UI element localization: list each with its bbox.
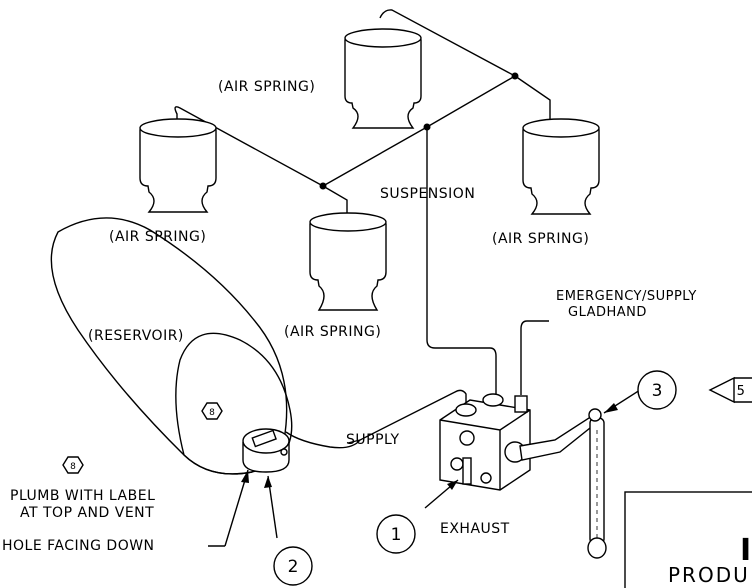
- air-spring-center-label: (AIR SPRING): [284, 324, 381, 340]
- arrowhead: [264, 476, 272, 488]
- air-spring-top-label: (AIR SPRING): [218, 79, 315, 95]
- supply-label: SUPPLY: [346, 432, 400, 448]
- note-flag-5: 5: [708, 376, 752, 404]
- air-spring-left-label: (AIR SPRING): [109, 229, 206, 245]
- title-block-big-letter: I: [740, 533, 751, 568]
- arrowhead: [447, 480, 458, 490]
- plumb-note-line1: PLUMB WITH LABEL: [10, 488, 155, 504]
- arrowhead: [241, 470, 249, 483]
- callout-3-number: 3: [652, 381, 663, 401]
- note-flag-number: 5: [737, 384, 746, 399]
- air-spring-left: [139, 118, 217, 213]
- callout-1: 1: [376, 514, 416, 554]
- hex-note-b: 8: [62, 456, 84, 474]
- gladhand-label-line1: EMERGENCY/SUPPLY: [556, 289, 697, 304]
- hex-note-a-number: 8: [209, 408, 215, 418]
- hex-note-a: 8: [201, 402, 223, 420]
- junction-dot: [511, 72, 519, 80]
- title-block-product-text: PRODU: [668, 563, 750, 587]
- callout-1-number: 1: [391, 525, 402, 545]
- hex-note-b-number: 8: [70, 462, 76, 472]
- exhaust-label: EXHAUST: [440, 521, 510, 537]
- arrowhead: [604, 403, 618, 413]
- junction-dot: [319, 182, 327, 190]
- air-spring-right: [522, 118, 600, 215]
- plumb-note-line3: HOLE FACING DOWN: [2, 538, 155, 554]
- junction-dot: [423, 123, 431, 131]
- callout-3: 3: [637, 370, 677, 410]
- suspension-label: SUSPENSION: [380, 186, 475, 202]
- plumb-note-line2: AT TOP AND VENT: [20, 505, 154, 521]
- reservoir-label: (RESERVOIR): [88, 328, 184, 344]
- reservoir-fitting: [242, 428, 290, 473]
- callout-2-number: 2: [288, 557, 299, 577]
- gladhand-label-line2: GLADHAND: [568, 305, 647, 320]
- air-spring-center: [309, 212, 387, 311]
- title-block: I PRODU: [624, 491, 752, 588]
- leveling-valve: [439, 393, 607, 559]
- air-spring-top: [344, 28, 422, 129]
- callout-2: 2: [273, 546, 313, 586]
- air-spring-right-label: (AIR SPRING): [492, 231, 589, 247]
